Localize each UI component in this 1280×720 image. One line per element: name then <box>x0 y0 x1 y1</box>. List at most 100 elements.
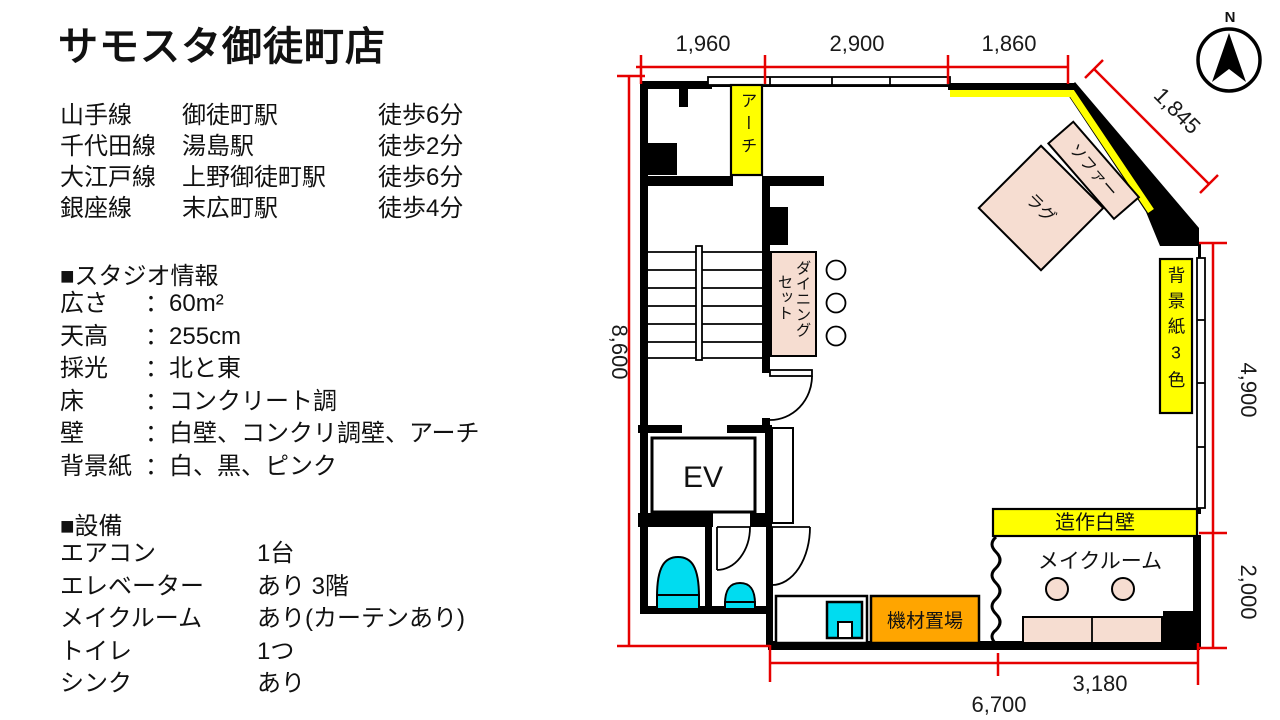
toilet-base <box>656 594 700 610</box>
colon: ： <box>145 355 169 382</box>
info-row: 採光：北と東 <box>60 353 480 386</box>
rug-group: ラグ <box>977 144 1105 272</box>
wall-segment <box>766 610 773 646</box>
dimension-lines <box>617 55 1227 685</box>
wall-segment <box>640 81 712 89</box>
dim-label-right-lower: 2,000 <box>1236 564 1261 619</box>
info-value: 白壁、コンクリ調壁、アーチ <box>169 420 480 447</box>
sink-drain <box>837 621 853 639</box>
dining-label-line2: セット <box>776 274 793 321</box>
rail-line: 銀座線 <box>60 195 132 222</box>
makeup-room-label: メイクルーム <box>1038 550 1162 573</box>
colon: ： <box>145 452 169 480</box>
toilet-icon <box>655 555 701 598</box>
info-value: 255cm <box>169 322 242 350</box>
info-value: 60m² <box>169 290 224 317</box>
walk-time: 徒歩6分 <box>378 102 464 129</box>
window-band-north <box>707 76 951 86</box>
rail-line: 山手線 <box>60 102 132 129</box>
info-value: 白、黒、ピンク <box>169 452 337 480</box>
dim-label-bottom-inner: 3,180 <box>1072 671 1127 696</box>
wall-segment <box>638 513 713 527</box>
info-panel: サモスタ御徒町店 山手線 御徒町駅 徒歩6分 千代田線 湯島駅 徒歩2分 大江戸… <box>0 0 560 720</box>
info-label: 背景紙 <box>60 452 132 480</box>
info-label: 広さ <box>60 290 108 317</box>
access-row: 山手線 御徒町駅 徒歩6分 <box>60 100 463 131</box>
arch-tag <box>729 83 764 177</box>
studio-info-list: 広さ：60m² 天高：255cm 採光：北と東 床：コンクリート調 壁：白壁、コ… <box>60 288 480 483</box>
pipe-space <box>771 427 794 524</box>
wall-segment <box>727 425 767 433</box>
equip-label: シンク <box>60 670 132 697</box>
dining-table <box>770 251 817 357</box>
wall-segment <box>766 527 773 613</box>
info-row: 天高 ：255cm <box>60 321 480 354</box>
wall-segment <box>1193 535 1201 648</box>
wall-corner-block <box>1163 611 1199 648</box>
access-row: 銀座線 末広町駅 徒歩4分 <box>60 193 463 224</box>
walk-time: 徒歩2分 <box>378 133 464 160</box>
compass: N <box>1196 9 1262 93</box>
page-title: サモスタ御徒町店 <box>58 25 386 69</box>
station-name: 上野御徒町駅 <box>182 164 326 191</box>
info-label: 床 <box>60 387 84 415</box>
equip-label: メイクルーム <box>60 605 203 632</box>
colon: ： <box>145 322 169 350</box>
walls <box>638 81 1201 650</box>
dim-line <box>1093 68 1210 185</box>
rail-line: 大江戸線 <box>60 164 156 191</box>
wall-segment <box>768 641 1200 650</box>
wall-segment <box>762 176 824 186</box>
chair-icon <box>825 325 847 347</box>
dining-chairs <box>825 259 847 347</box>
chair-icon <box>825 259 847 281</box>
diagonal-wall <box>1066 82 1199 246</box>
door-swing-arc <box>769 375 813 421</box>
station-name: 御徒町駅 <box>182 102 278 129</box>
small-sink-icon <box>723 581 757 605</box>
colon: ： <box>145 387 169 415</box>
wall-segment <box>640 81 648 613</box>
doors <box>716 369 813 586</box>
info-row: 広さ ：60m² <box>60 288 480 321</box>
sanitary-fixtures <box>655 555 757 610</box>
curtain-wavy-line <box>990 535 1002 646</box>
equip-row: シンクあり <box>60 668 465 701</box>
wall-segment <box>638 425 682 433</box>
stool-icon <box>1045 577 1069 601</box>
dining-label-line1: ダイニング <box>794 260 811 338</box>
wall-pillar <box>640 143 677 175</box>
info-label: 採光 <box>60 355 108 382</box>
sofa <box>1046 120 1141 221</box>
equipment-storage-label: 機材置場 <box>887 610 963 632</box>
dim-tick <box>1199 174 1219 194</box>
station-name: 湯島駅 <box>182 133 254 160</box>
station-access-list: 山手線 御徒町駅 徒歩6分 千代田線 湯島駅 徒歩2分 大江戸線 上野御徒町駅 … <box>60 100 463 224</box>
equip-label: エアコン <box>60 540 156 567</box>
equipment-heading: ■設備 <box>60 513 123 540</box>
wall-pillar <box>765 207 788 245</box>
backdrop-tag <box>1158 257 1194 415</box>
stool-icon <box>1111 577 1135 601</box>
wall-segment <box>765 425 772 527</box>
equip-label: トイレ <box>60 637 132 665</box>
walk-time: 徒歩6分 <box>378 164 464 191</box>
wall-stub <box>679 84 688 107</box>
dim-label-left: 8,600 <box>607 324 632 379</box>
dim-label-top-3: 1,860 <box>981 31 1036 56</box>
colon: ： <box>145 290 169 317</box>
door-swing-arc <box>716 526 751 571</box>
dim-label-right-upper: 4,900 <box>1236 362 1261 417</box>
small-sink-base <box>724 601 756 610</box>
fab-wall-tag <box>991 507 1199 538</box>
compass-north-label: N <box>1225 9 1236 26</box>
info-label: 天高 <box>60 322 108 350</box>
info-row: 壁：白壁、コンクリ調壁、アーチ <box>60 418 480 451</box>
equip-value: あり(カーテンあり) <box>257 605 465 632</box>
stair-handrail <box>695 245 703 361</box>
